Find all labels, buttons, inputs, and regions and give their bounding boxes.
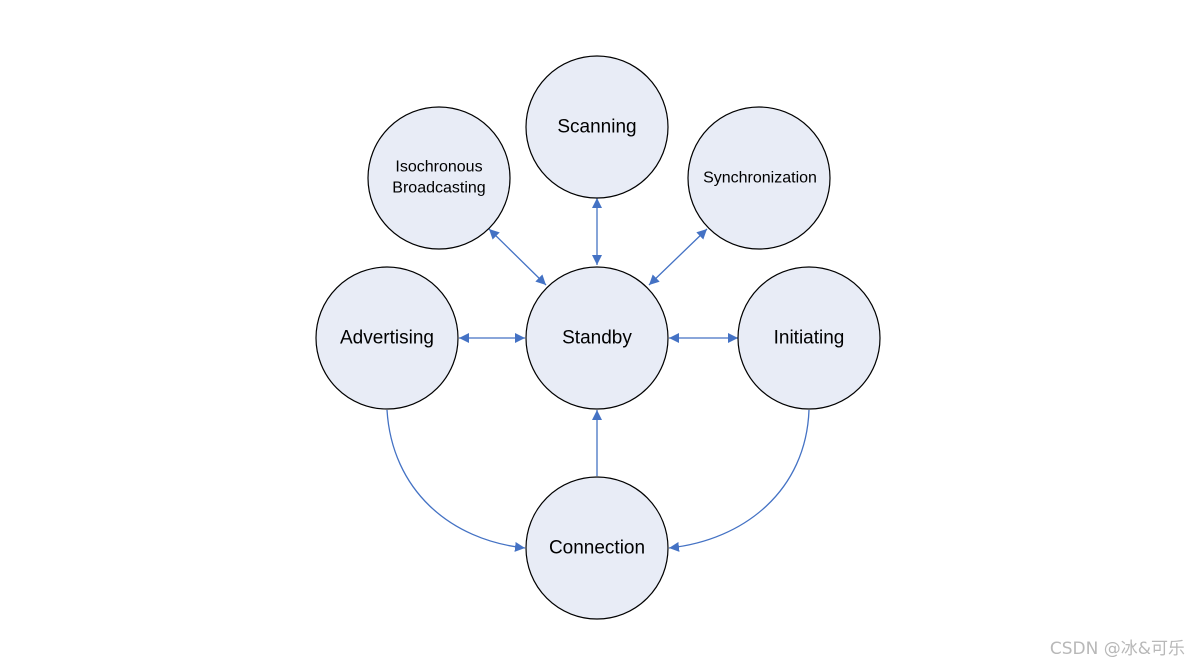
node-connection: Connection bbox=[525, 476, 669, 620]
edge-initiating-connection bbox=[668, 409, 810, 552]
node-standby-label: Standby bbox=[562, 328, 632, 349]
node-synchronization: Synchronization bbox=[687, 106, 831, 250]
node-synchronization-label: Synchronization bbox=[703, 170, 817, 187]
node-advertising: Advertising bbox=[315, 266, 459, 410]
edge-standby-synchronization bbox=[648, 228, 708, 286]
edge-advertising-connection bbox=[386, 409, 526, 552]
node-standby: Standby bbox=[525, 266, 669, 410]
node-isochronous-label-line1: Isochronous bbox=[395, 159, 482, 176]
node-scanning-label: Scanning bbox=[557, 117, 636, 138]
edge-standby-isochronous bbox=[488, 228, 547, 286]
node-isochronous-label-line2: Broadcasting bbox=[392, 180, 485, 197]
node-scanning: Scanning bbox=[525, 55, 669, 199]
node-initiating: Initiating bbox=[737, 266, 881, 410]
node-connection-label: Connection bbox=[549, 538, 645, 559]
node-advertising-label: Advertising bbox=[340, 328, 434, 349]
node-initiating-label: Initiating bbox=[774, 328, 845, 349]
node-isochronous-broadcasting: Isochronous Broadcasting bbox=[367, 106, 511, 250]
watermark-text: CSDN @冰&可乐 bbox=[1049, 639, 1185, 659]
